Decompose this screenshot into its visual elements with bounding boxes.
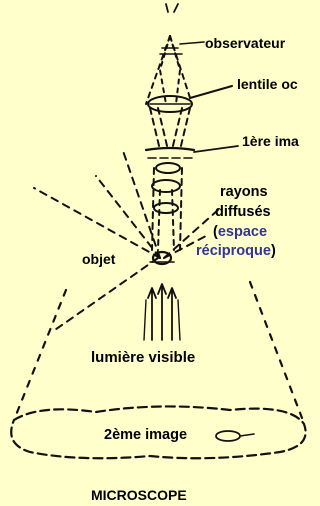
first-image-pointer [194, 146, 238, 152]
second-image-marker [216, 431, 240, 441]
reciprocal-space-word2: réciproque [196, 243, 271, 259]
eyepiece-lens [148, 96, 192, 112]
lens-pointer [190, 86, 232, 98]
eyepiece-rays [150, 108, 190, 150]
scattered-rays-label-line2: diffusés [215, 205, 271, 220]
observer-cone [146, 4, 192, 104]
scattered-rays-label-line1: rayons [220, 185, 268, 200]
visible-light-label: lumière visible [91, 350, 195, 366]
observer-pointer [180, 42, 204, 44]
first-image-plane [146, 148, 194, 158]
reciprocal-space-label-line2: réciproque) [196, 244, 276, 259]
visible-light-arrows [144, 284, 180, 340]
diagram-title: MICROSCOPE [91, 488, 187, 503]
first-image-label: 1ère ima [242, 134, 299, 149]
object-label: objet [82, 252, 115, 267]
observer-label: observateur [205, 36, 285, 51]
lens-label: lentile oc [237, 77, 298, 92]
objective-tube [152, 163, 182, 250]
scattered-rays-left [34, 148, 160, 332]
paren-close: ) [271, 243, 276, 259]
second-image-label: 2ème image [104, 428, 187, 443]
second-image-tail [240, 434, 254, 436]
reciprocal-space-word1: espace [218, 224, 267, 240]
reciprocal-space-label-line1: (espace [213, 225, 267, 240]
